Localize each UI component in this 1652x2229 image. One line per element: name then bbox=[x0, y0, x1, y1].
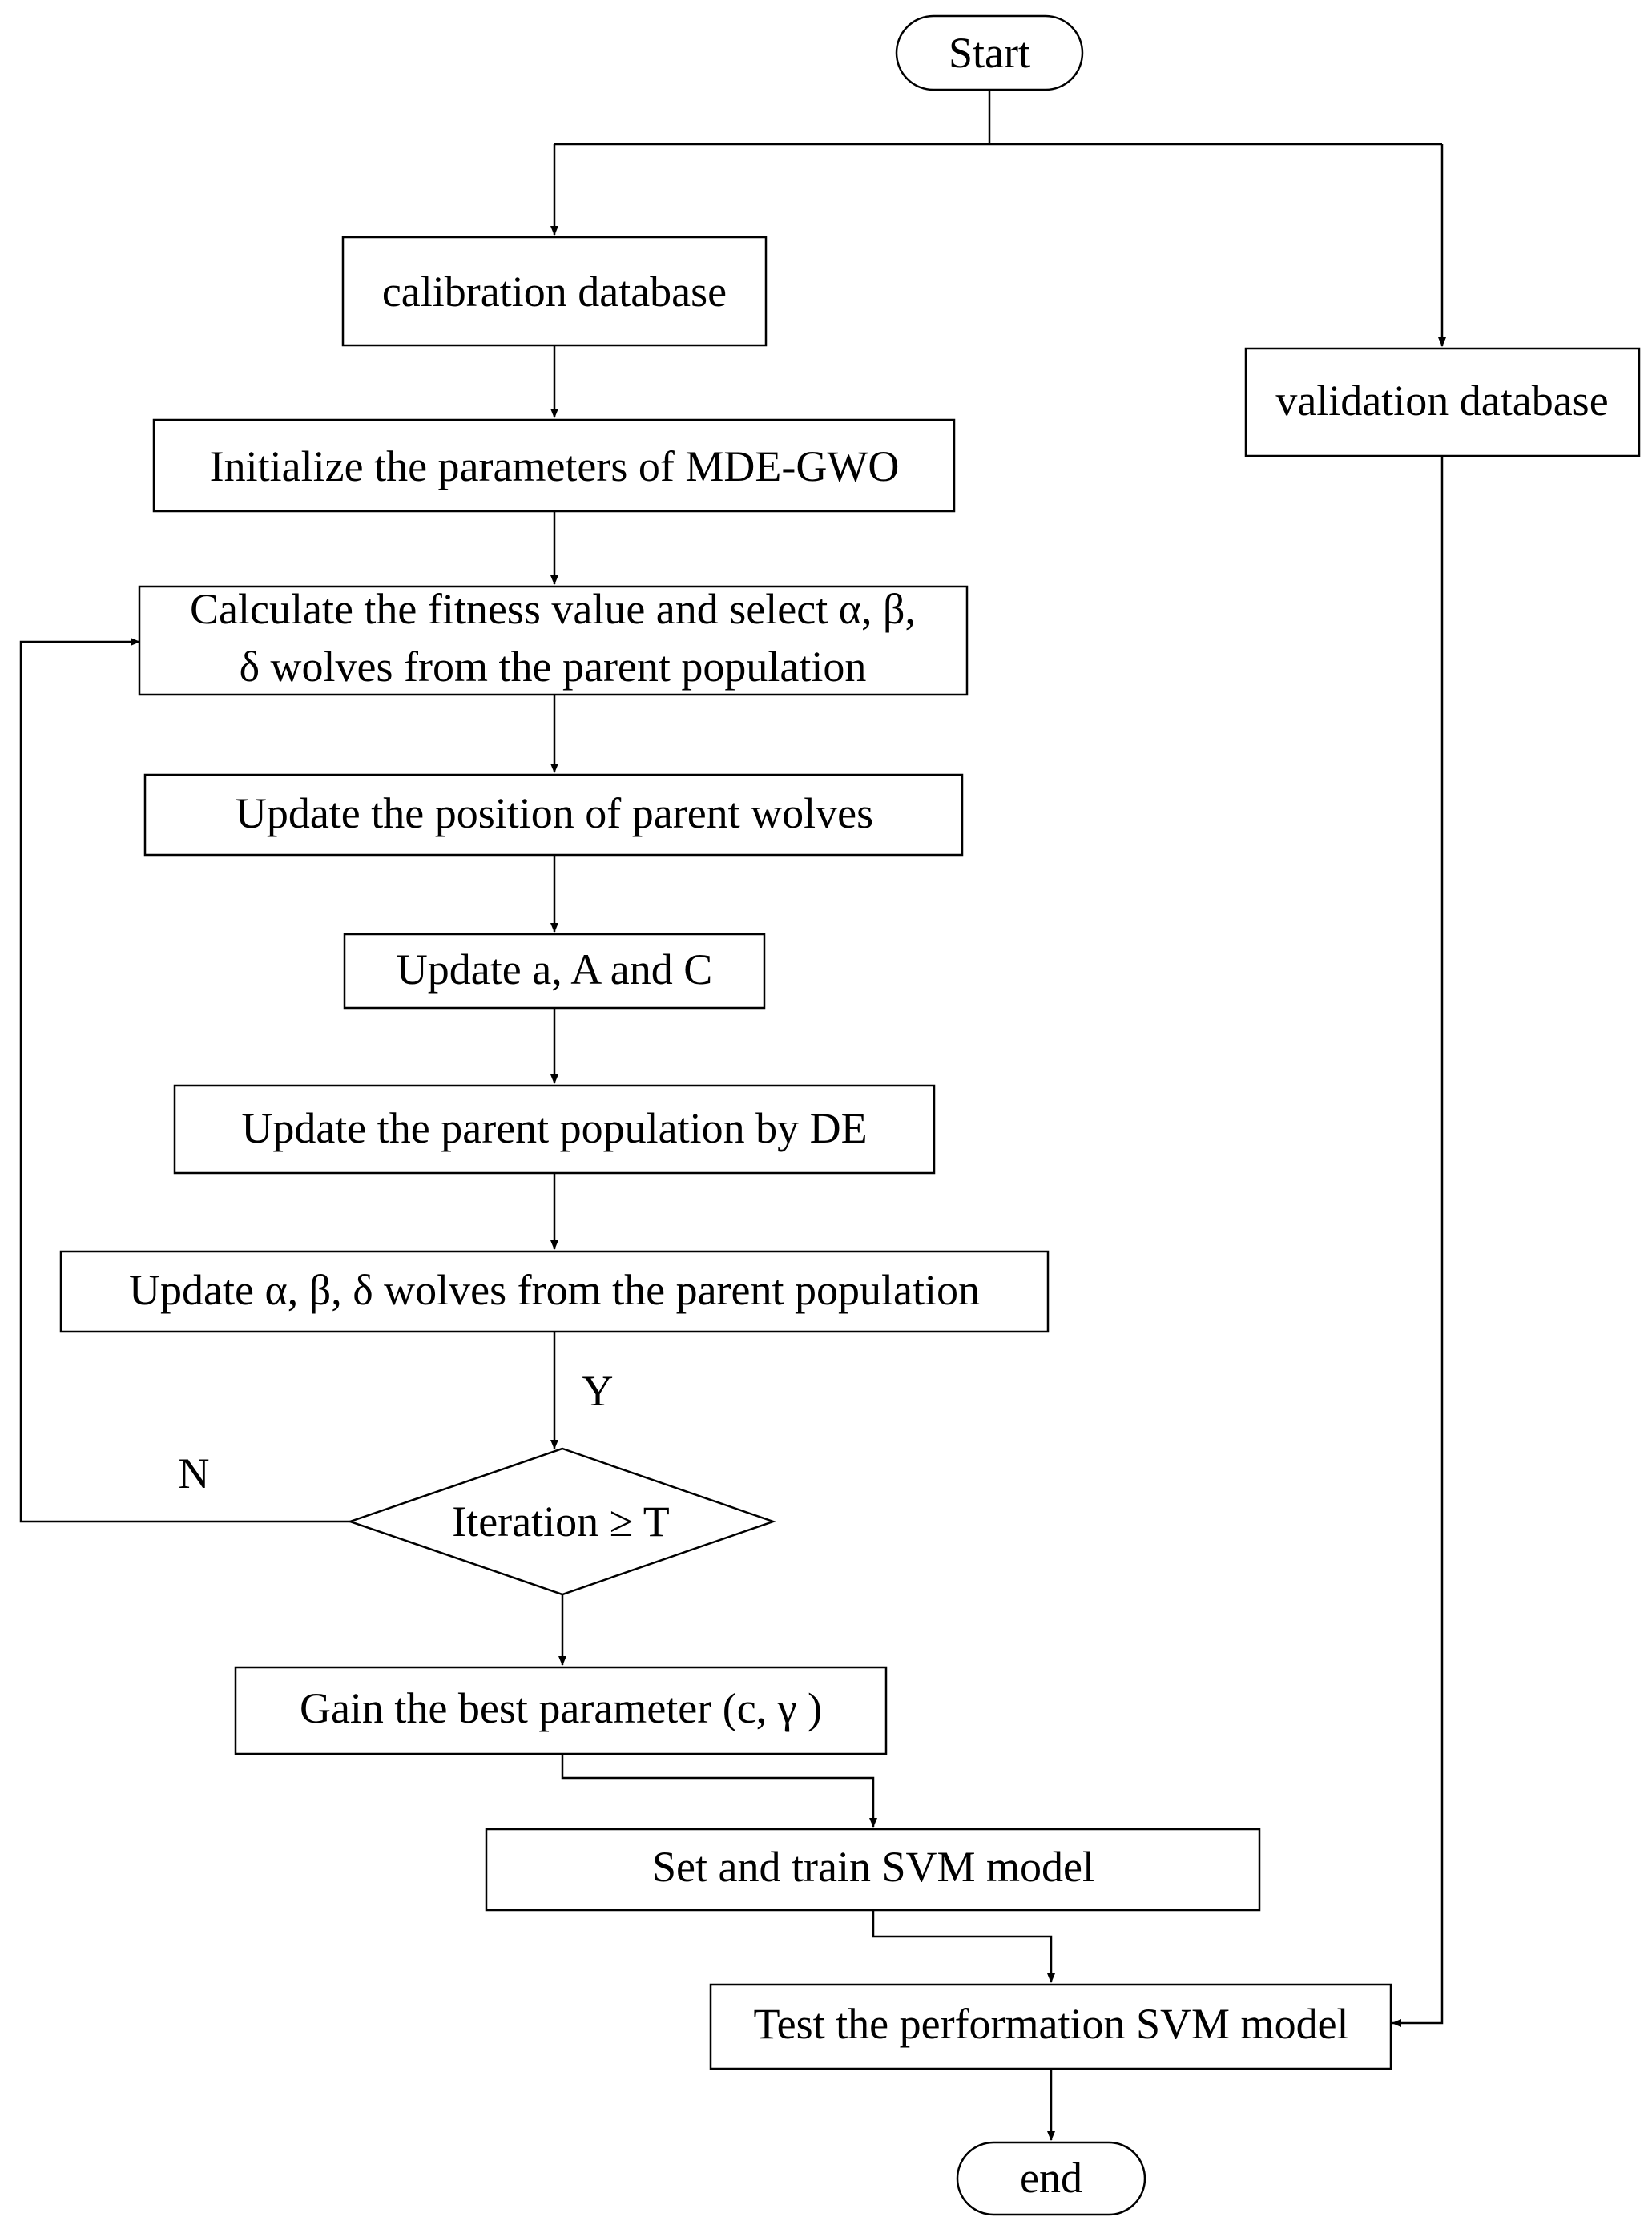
connector-decision-loop-no bbox=[19, 638, 350, 1523]
calibration-database-label: calibration database bbox=[382, 268, 727, 316]
update-wolves-box: Update α, β, δ wolves from the parent po… bbox=[59, 1250, 1050, 1333]
best-parameter-box: Gain the best parameter (c, γ ) bbox=[234, 1666, 888, 1755]
connector-to-calibration bbox=[554, 143, 1442, 235]
iteration-decision-label: Iteration ≥ T bbox=[452, 1497, 670, 1546]
update-wolves-label: Update α, β, δ wolves from the parent po… bbox=[129, 1266, 980, 1314]
train-svm-label: Set and train SVM model bbox=[652, 1843, 1094, 1891]
update-position-label: Update the position of parent wolves bbox=[236, 789, 873, 837]
update-position-box: Update the position of parent wolves bbox=[143, 773, 964, 857]
test-svm-box: Test the performation SVM model bbox=[709, 1983, 1392, 2070]
calculate-fitness-label-line2: δ wolves from the parent population bbox=[240, 643, 867, 691]
update-aac-box: Update a, A and C bbox=[343, 933, 766, 1010]
connector-train-test bbox=[872, 1910, 1055, 1983]
iteration-decision: Iteration ≥ T bbox=[347, 1447, 776, 1596]
calculate-fitness-box: Calculate the fitness value and select α… bbox=[138, 585, 969, 696]
test-svm-label: Test the performation SVM model bbox=[753, 2000, 1348, 2048]
calibration-database-box: calibration database bbox=[341, 236, 768, 347]
connectors bbox=[19, 90, 1446, 2141]
validation-database-label: validation database bbox=[1275, 377, 1608, 425]
best-parameter-label: Gain the best parameter (c, γ ) bbox=[300, 1684, 822, 1732]
update-aac-label: Update a, A and C bbox=[397, 945, 712, 994]
start-terminal: Start bbox=[895, 14, 1084, 91]
validation-database-box: validation database bbox=[1244, 347, 1641, 457]
connector-validation-test bbox=[1392, 456, 1444, 2027]
initialize-parameters-label: Initialize the parameters of MDE-GWO bbox=[210, 442, 900, 490]
end-label: end bbox=[1020, 2154, 1082, 2202]
calculate-fitness-label-line1: Calculate the fitness value and select α… bbox=[190, 585, 916, 633]
no-label: N bbox=[179, 1449, 210, 1497]
initialize-parameters-box: Initialize the parameters of MDE-GWO bbox=[152, 418, 956, 513]
end-terminal: end bbox=[956, 2141, 1146, 2216]
connector-best-train bbox=[561, 1754, 877, 1828]
train-svm-box: Set and train SVM model bbox=[485, 1828, 1261, 1912]
update-de-label: Update the parent population by DE bbox=[241, 1104, 867, 1152]
start-label: Start bbox=[949, 29, 1030, 77]
update-de-box: Update the parent population by DE bbox=[173, 1084, 936, 1175]
yes-label: Y bbox=[582, 1367, 614, 1415]
